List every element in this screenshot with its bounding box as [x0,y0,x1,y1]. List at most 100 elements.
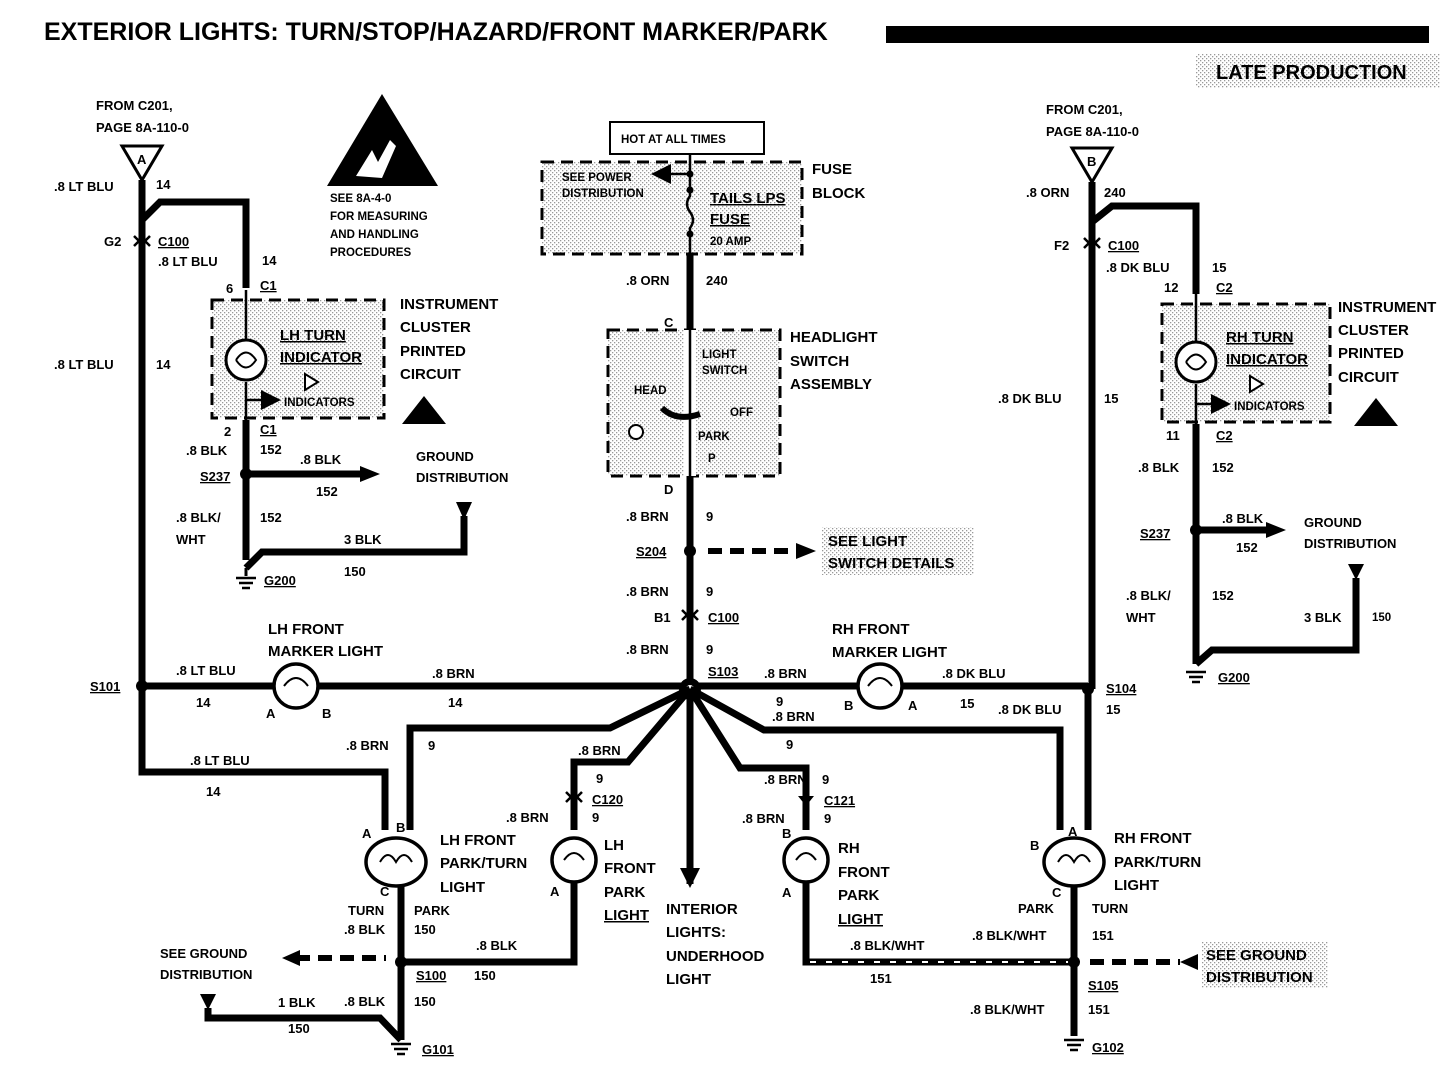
rh-pt-brn: .8 BRN [772,709,815,724]
s237-right-label: S237 [1140,526,1170,541]
rh-marker-pin-a: A [908,698,918,713]
lh-park-label-3: PARK [604,884,646,901]
lh-park-filament [563,852,585,861]
center-brn-1: .8 BRN [626,509,669,524]
title-bar [886,26,1429,43]
g2-c100-connector-icon [133,235,151,247]
lh-marker-ltblu: .8 LT BLU [176,663,236,678]
rh-park-9-1: 9 [822,772,829,787]
rh-turn-name-1: RH TURN [1226,329,1294,346]
diagram-title: EXTERIOR LIGHTS: TURN/STOP/HAZARD/FRONT … [44,18,828,46]
see-power-1: SEE POWER [562,172,632,184]
s105-151: 151 [1088,1002,1110,1017]
lh-pt-label-3: LIGHT [440,879,485,896]
interior-3: UNDERHOOD [666,948,765,965]
right-see-gnd-bg [1202,942,1328,988]
switch-label-1: HEADLIGHT [790,329,878,346]
left-3blk-label: 3 BLK [344,532,382,547]
right-blk: .8 BLK [1138,460,1180,475]
s104-15: 15 [1106,702,1120,717]
left-esd-small-icon [402,396,446,424]
fuse-block-box [540,160,804,256]
s237-left-splice [240,468,252,480]
left-cluster-label-2: CLUSTER [400,319,471,336]
lh-pt-150: 150 [414,922,436,937]
lh-pt-brn: .8 BRN [346,738,389,753]
center-9-1: 9 [706,509,713,524]
lh-marker-14b: 14 [448,695,463,710]
rh-indicator-arrow-icon [1249,374,1265,394]
right-15-mid: 15 [1104,391,1118,406]
1blk-label: 1 BLK [278,995,316,1010]
right-cluster-label-2: CLUSTER [1338,322,1409,339]
s104-label: S104 [1106,681,1137,696]
lh-park-label-1: LH [604,837,624,854]
rh-park-label-1: RH [838,840,860,857]
left-c1-pin-top: 6 [226,281,233,296]
esd-note-1: SEE 8A-4-0 [330,193,391,205]
left-cluster-label-4: CIRCUIT [400,366,461,383]
left-14-top: 14 [156,177,171,192]
rh-marker-light-icon [856,662,904,710]
s101-splice [136,680,148,692]
fuse-label-2: BLOCK [812,185,865,202]
rh-pt-9: 9 [786,737,793,752]
wire-s103-to-lh-parkturn [406,685,692,830]
right-152: 152 [1212,460,1234,475]
left-source-line1: FROM C201, [96,98,173,113]
rh-pt-filament [1057,854,1091,865]
lh-indicator-arrow-icon [304,372,320,392]
rh-park-pin-a: A [782,885,792,900]
switch-head: HEAD [634,385,667,397]
s105-label: S105 [1088,978,1118,993]
rh-pt-park: PARK [1018,901,1054,916]
wire-right-3blk [1193,578,1360,667]
see-light-switch-1: SEE LIGHT [828,533,907,550]
right-orn: .8 ORN [1026,185,1069,200]
f2-label: F2 [1054,238,1069,253]
fuse-amp: 20 AMP [710,236,751,248]
s204-arrow-icon [796,543,816,559]
lh-pt-turn: TURN [348,903,384,918]
g200-right-label: G200 [1218,670,1250,685]
interior-arrow-icon [680,868,700,888]
lh-pt-label-1: LH FRONT [440,832,516,849]
left-c1-pin-bot: 2 [224,424,231,439]
rh-turn-name-2: INDICATOR [1226,351,1308,368]
right-3blk: 3 BLK [1304,610,1342,625]
left-see-gnd-1: SEE GROUND [160,946,247,961]
lh-bulb-filament [235,351,258,369]
s101-label: S101 [90,679,120,694]
fuse-name-2: FUSE [710,211,750,228]
right-dkblu-c100: .8 DK BLU [1106,260,1170,275]
rh-pt-label-3: LIGHT [1114,877,1159,894]
g102-label: G102 [1092,1040,1124,1055]
switch-pin-d: D [664,482,673,497]
rh-pt-151: 151 [1092,928,1114,943]
left-c1-conn-bot: C1 [260,422,277,437]
lh-pt-label-2: PARK/TURN [440,855,527,872]
rh-marker-9: 9 [776,694,783,709]
c121-connector-icon [798,796,814,806]
esd-note-4: PROCEDURES [330,247,411,259]
rh-park-label-4: LIGHT [838,911,883,928]
s105-blkwht: .8 BLK/WHT [970,1002,1044,1017]
rh-marker-label-2: MARKER LIGHT [832,644,947,661]
lh-pt-pin-a: A [362,826,372,841]
lh-indicators-label: INDICATORS [284,397,355,409]
b1-label: B1 [654,610,671,625]
lh-pt-park: PARK [414,903,450,918]
rh-park-151: 151 [870,971,892,986]
fuse-node-bot [686,230,694,238]
hot-at-all-times-box [609,121,765,155]
rh-indicators-label: INDICATORS [1234,401,1305,413]
rh-park-blkwht: .8 BLK/WHT [850,938,924,953]
right-c2-conn-top: C2 [1216,280,1233,295]
esd-warning-icon [327,94,438,186]
right-s237-152: 152 [1236,540,1258,555]
s237-left-label: S237 [200,469,230,484]
see-light-switch-2: SWITCH DETAILS [828,555,954,572]
s100-splice [395,956,407,968]
late-production-badge [1196,54,1440,88]
hot-at-all-times-label: HOT AT ALL TIMES [621,134,726,146]
